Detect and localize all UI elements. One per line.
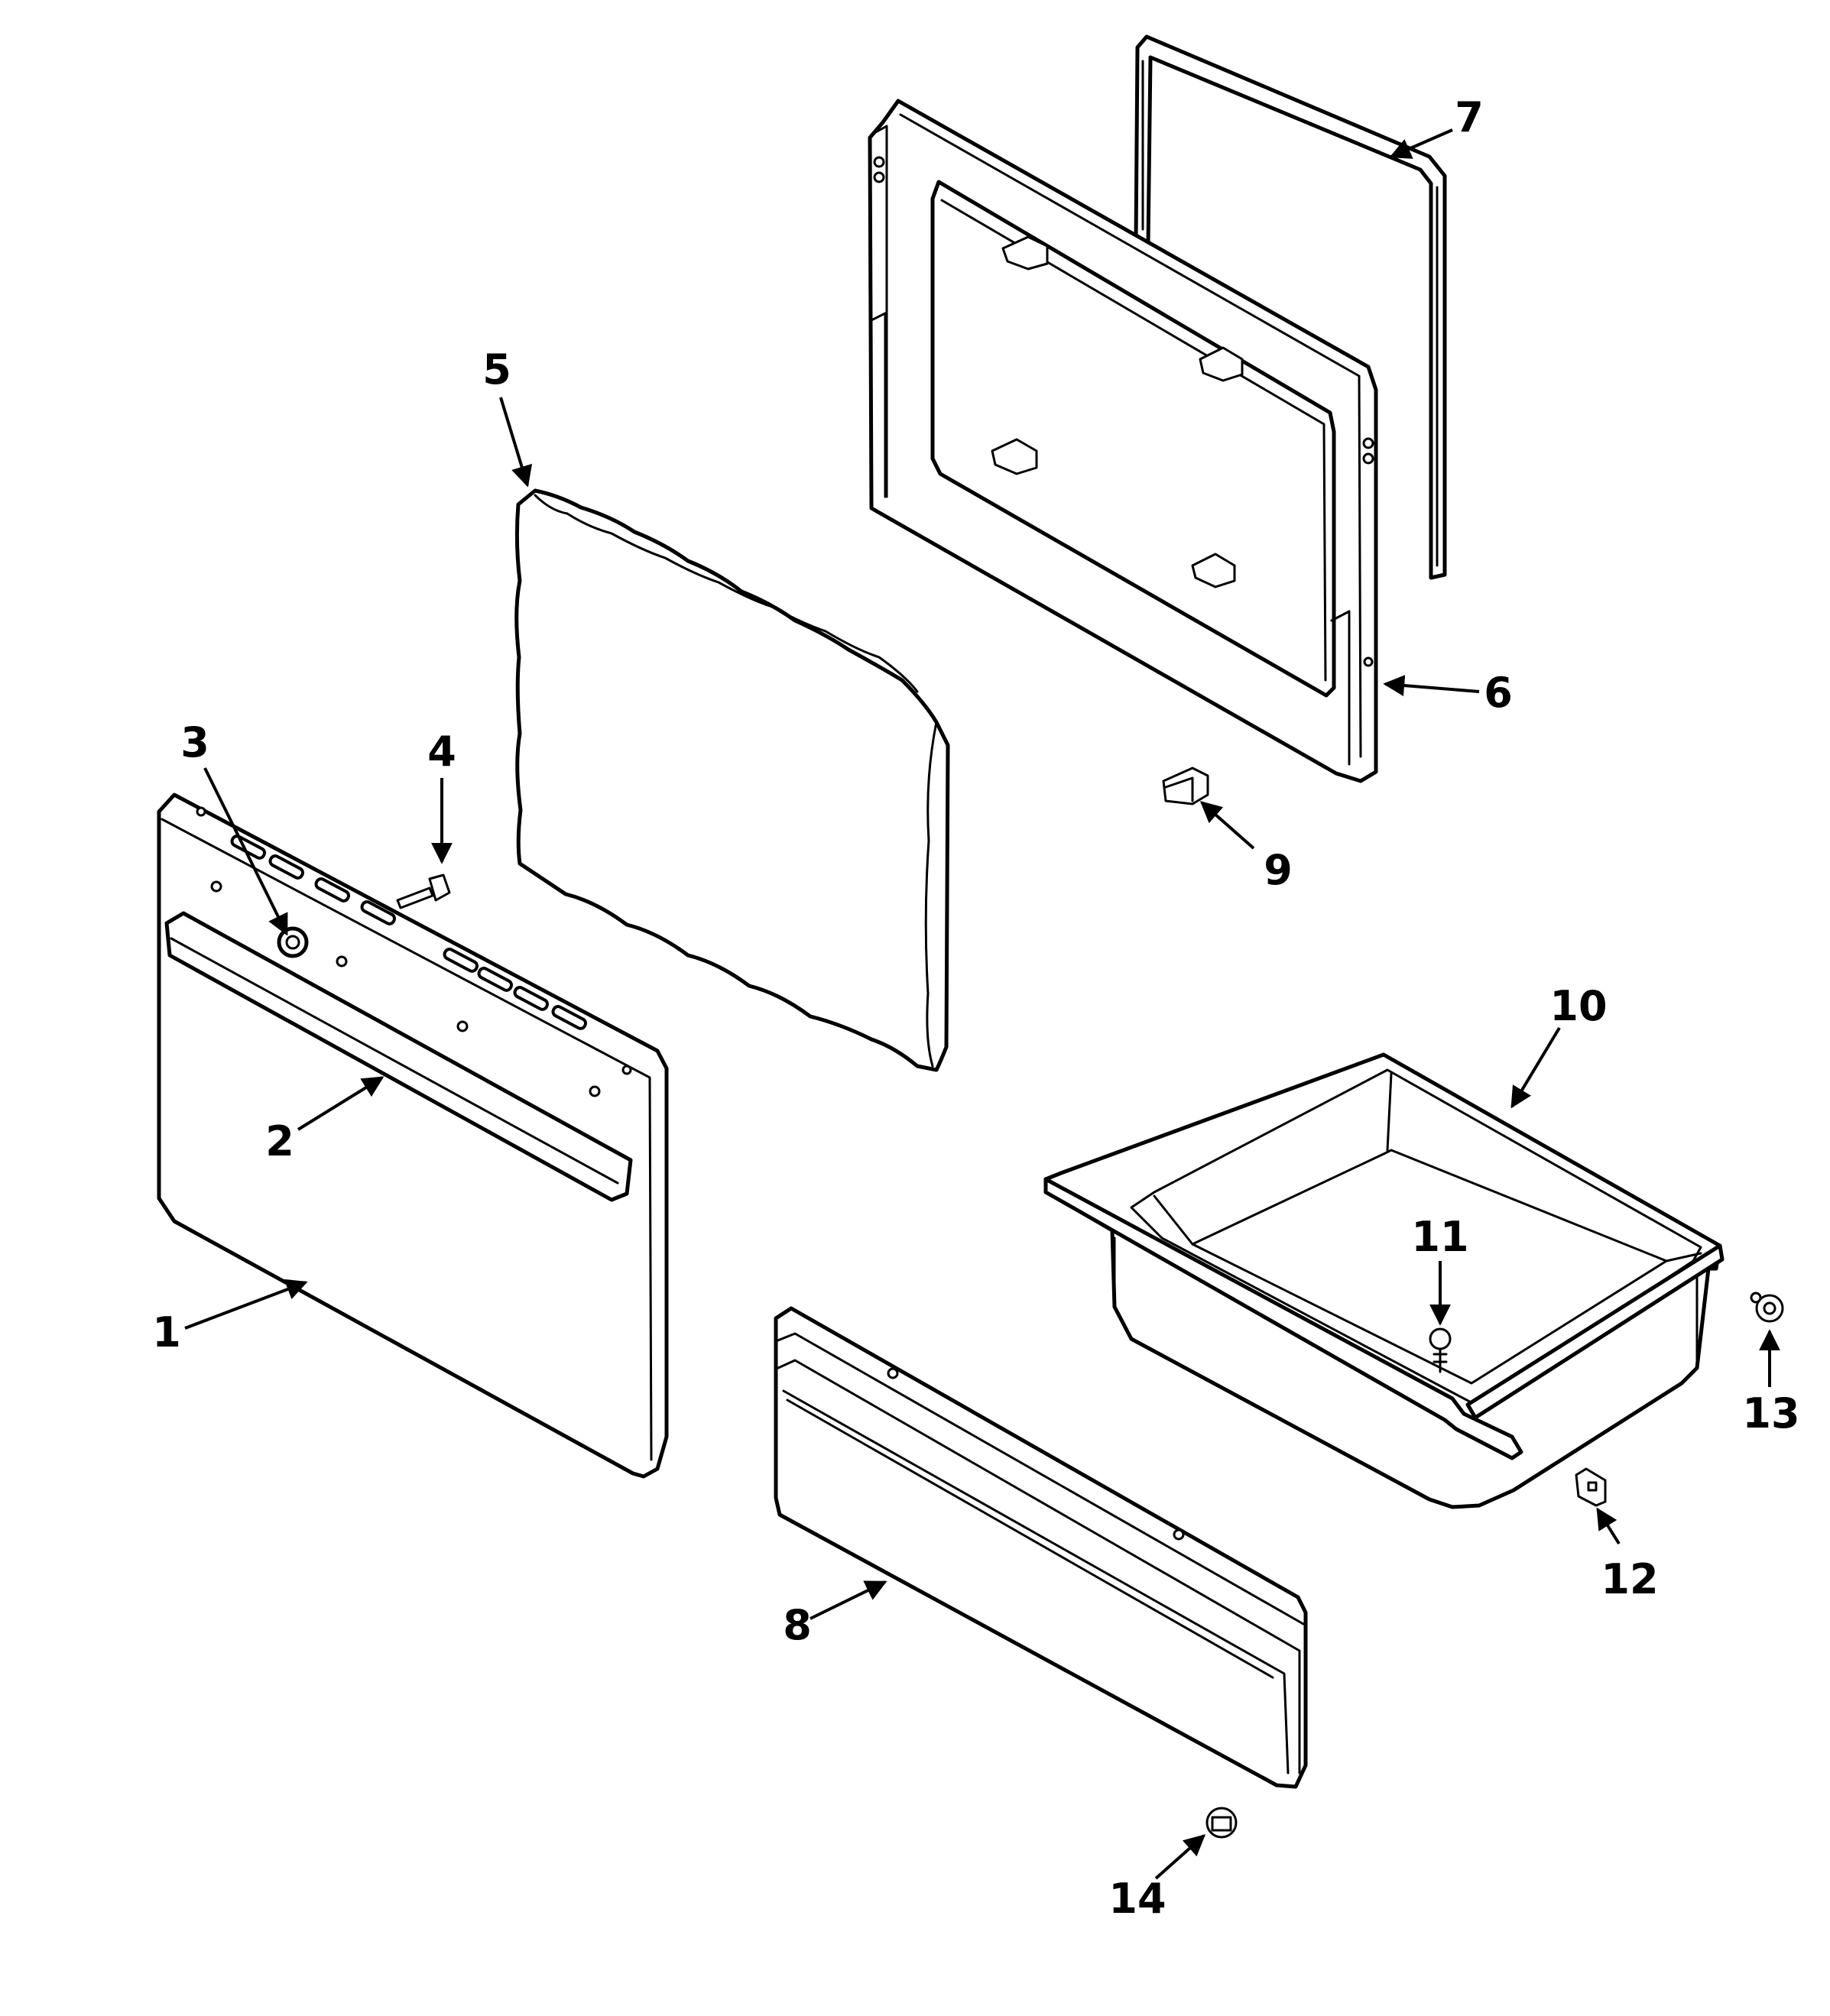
- leader-8: [810, 1580, 887, 1620]
- leader-1: [184, 1279, 308, 1330]
- door-screw-holes: [196, 806, 632, 1097]
- part-6-door-inner-panel: [868, 99, 1378, 783]
- leader-lines: [184, 128, 1780, 1880]
- door-vent-slots: [230, 835, 588, 1030]
- part-3-door-plug: [277, 926, 309, 958]
- leader-2: [297, 1076, 384, 1131]
- callout-9: 9: [1264, 846, 1293, 894]
- leader-12: [1596, 1507, 1621, 1545]
- part-10-drawer-pan: [1043, 1052, 1725, 1509]
- leader-3: [203, 767, 288, 936]
- part-1-outer-door-panel: [157, 792, 669, 1479]
- callout-2: 2: [265, 1117, 294, 1165]
- callout-13: 13: [1742, 1389, 1799, 1437]
- door-panel-clips: [991, 235, 1244, 588]
- leader-14: [1154, 1834, 1206, 1880]
- part-11-screw: [1429, 1327, 1452, 1373]
- callout-8: 8: [783, 1601, 812, 1649]
- callout-3: 3: [180, 718, 209, 767]
- part-12-clip: [1575, 1467, 1607, 1507]
- leader-10: [1510, 1026, 1561, 1109]
- part-13-bumper: [1750, 1292, 1784, 1323]
- callout-6: 6: [1484, 669, 1513, 717]
- part-9-clip: [1162, 767, 1209, 805]
- door-panel-holes: [873, 156, 1374, 667]
- part-14-nut: [1205, 1807, 1238, 1839]
- part-2-door-handle: [164, 911, 633, 1202]
- callout-10: 10: [1549, 982, 1607, 1030]
- part-4-screw: [396, 873, 451, 909]
- callout-11: 11: [1411, 1213, 1468, 1261]
- callout-1: 1: [152, 1308, 181, 1356]
- part-5-door-insulation: [514, 488, 950, 1072]
- leader-7: [1389, 128, 1453, 159]
- leader-5: [499, 397, 533, 488]
- callout-12: 12: [1601, 1555, 1658, 1603]
- callout-4: 4: [427, 728, 456, 776]
- callout-labels: 1 2 3 4 5 6 7 8 9 10 11 12 13 14: [152, 93, 1799, 1923]
- callout-5: 5: [482, 345, 511, 394]
- part-8-drawer-front: [774, 1306, 1308, 1789]
- leader-6: [1383, 675, 1480, 696]
- leader-9: [1199, 801, 1255, 850]
- callout-14: 14: [1108, 1875, 1166, 1923]
- callout-7: 7: [1455, 93, 1484, 141]
